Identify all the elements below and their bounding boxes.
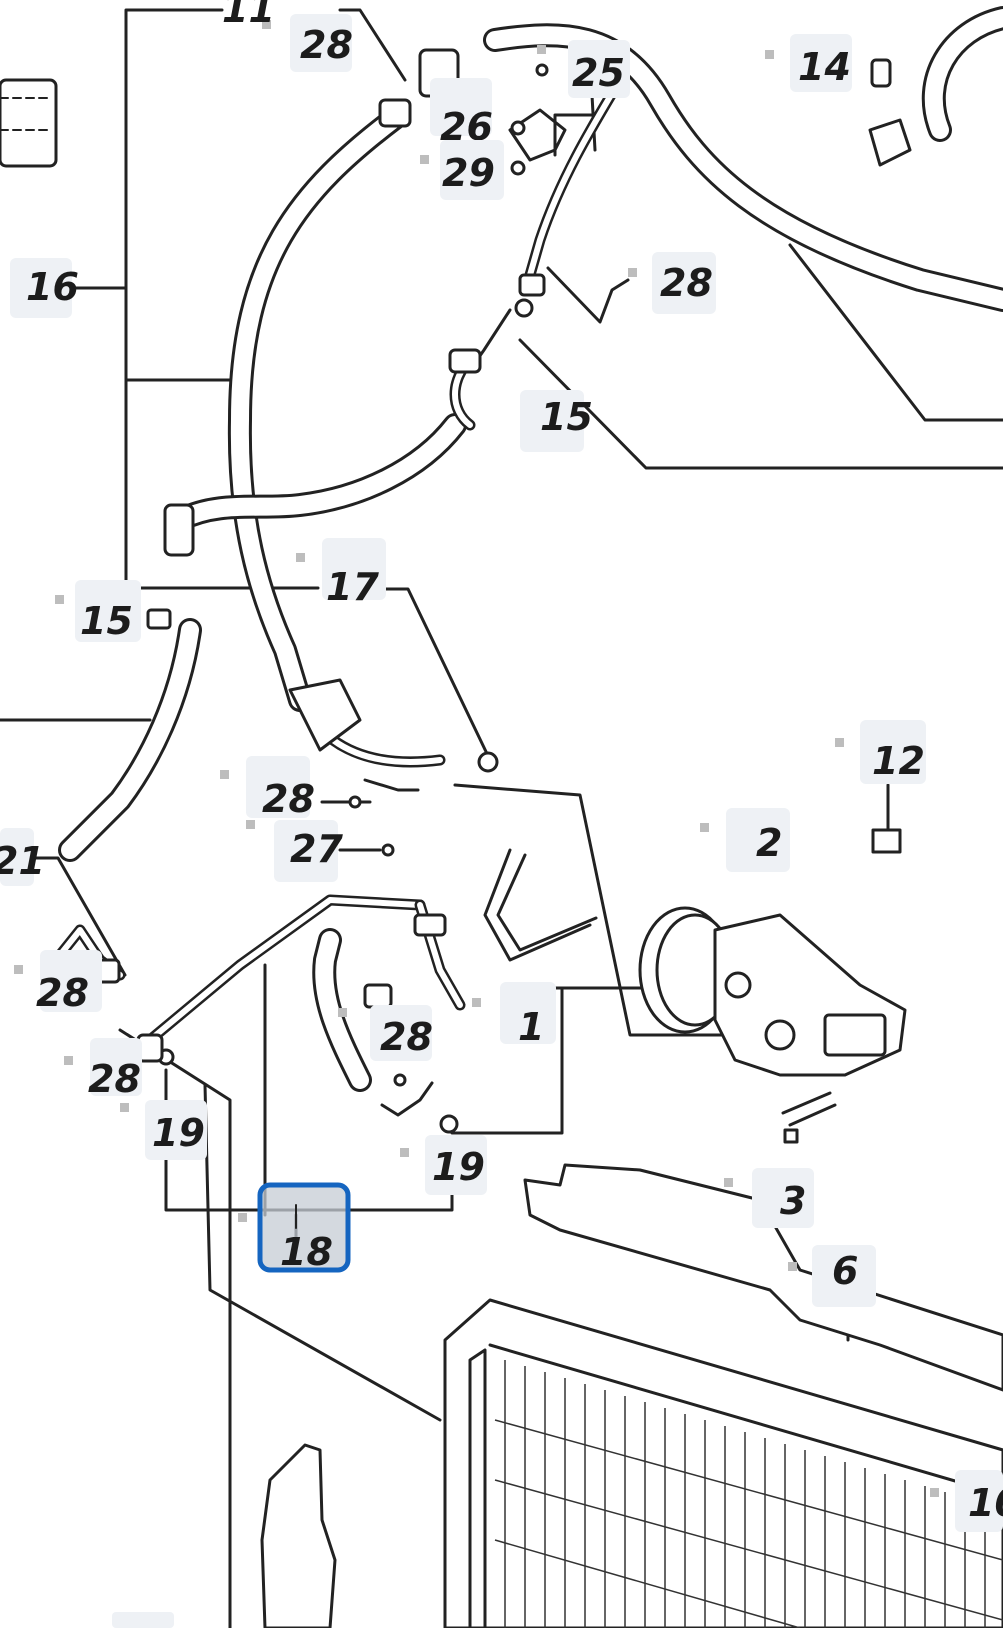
callout-28-upper-right-box (652, 252, 716, 314)
callout-28-top[interactable]: 28 (290, 14, 353, 72)
callout-21[interactable]: 21 (0, 828, 45, 886)
callout-3-box (752, 1168, 814, 1228)
callout-21-text: 21 (0, 839, 45, 883)
callout-28-left-box (40, 950, 102, 1012)
callout-28-upper-right-text: 28 (660, 261, 713, 305)
callout-28-top-text: 28 (300, 23, 353, 67)
callout-28-mid-box (246, 756, 310, 818)
callout-11[interactable]: 11 (222, 0, 275, 31)
callout-1-text: 1 (518, 1005, 544, 1049)
callout-29-box (440, 140, 504, 200)
callout-6[interactable]: 6 (812, 1245, 876, 1307)
compressor (638, 906, 907, 1127)
callout-27-text: 27 (290, 827, 343, 871)
callout-18-text: 18 (280, 1230, 333, 1274)
lower-bracket (260, 1443, 337, 1628)
callout-28-left-text: 28 (36, 971, 89, 1015)
callout-27-box (274, 820, 338, 882)
callout-25-box (568, 40, 630, 98)
callout-14[interactable]: 14 (790, 34, 852, 92)
callout-25-text: 25 (572, 51, 625, 95)
callout-10-box (955, 1470, 1003, 1532)
callout-19-right-text: 19 (432, 1145, 485, 1189)
callout-17-text: 17 (326, 565, 379, 609)
condenser-fins (494, 1360, 1003, 1628)
callout-28-mid[interactable]: 28 (246, 756, 315, 821)
drive-belt (483, 848, 598, 962)
callout-26-box (430, 78, 492, 136)
callout-28-top-box (290, 14, 352, 72)
callout-28-lower-left-box (90, 1038, 142, 1096)
callout-15-upper-text: 15 (540, 395, 593, 439)
callout-19-right[interactable]: 19 (425, 1135, 487, 1195)
callout-29-text: 29 (442, 151, 495, 195)
callout-18-selected[interactable]: 18 (257, 1182, 351, 1274)
callout-15-left-text: 15 (80, 599, 133, 643)
callout-16-text: 16 (26, 265, 79, 309)
callout-6-text: 6 (832, 1249, 858, 1293)
partial-callout-box (112, 1612, 174, 1628)
callout-10[interactable]: 10 (955, 1470, 1003, 1532)
callout-28-lower-left-text: 28 (88, 1057, 141, 1101)
callout-28-mid-text: 28 (262, 777, 315, 821)
callout-1-box (500, 982, 556, 1044)
index-markers (14, 20, 939, 1497)
callout-3[interactable]: 3 (752, 1168, 814, 1228)
hoses (58, 6, 1003, 1092)
callout-28-center-box (370, 1005, 432, 1061)
callout-19-left-text: 19 (152, 1111, 205, 1155)
callout-15-upper[interactable]: 15 (520, 390, 593, 452)
callout-2-text: 2 (756, 821, 782, 865)
callout-28-upper-right[interactable]: 28 (652, 252, 716, 314)
callout-14-box (790, 34, 852, 92)
callout-28-lower-left[interactable]: 28 (88, 1038, 142, 1101)
callout-15-upper-box (520, 390, 584, 452)
callout-14-text: 14 (798, 45, 851, 89)
callout-15-left-box (75, 580, 141, 642)
fan-shroud (523, 1163, 1003, 1392)
callout-12-box (860, 720, 926, 784)
callout-19-right-box (425, 1135, 487, 1195)
callout-28-center-text: 28 (380, 1015, 433, 1059)
callout-12-text: 12 (872, 739, 925, 783)
callout-19-left[interactable]: 19 (145, 1100, 207, 1160)
callout-16-box (10, 258, 72, 318)
callout-2[interactable]: 2 (726, 808, 790, 872)
callout-28-left[interactable]: 28 (36, 950, 102, 1015)
callout-15-left[interactable]: 15 (75, 580, 141, 643)
condenser (443, 1298, 1003, 1628)
callout-3-text: 3 (780, 1179, 806, 1223)
callout-1[interactable]: 1 (500, 982, 556, 1049)
callout-27[interactable]: 27 (274, 820, 343, 882)
callout-29[interactable]: 29 (440, 140, 504, 200)
callout-26[interactable]: 26 (430, 78, 493, 149)
selected-highlight (257, 1182, 351, 1273)
callout-6-box (812, 1245, 876, 1307)
callout-2-box (726, 808, 790, 872)
callout-12[interactable]: 12 (860, 720, 926, 784)
callout-21-box (0, 828, 34, 886)
callout-19-left-box (145, 1100, 207, 1160)
callout-11-text: 11 (222, 0, 275, 31)
callout-10-text: 10 (968, 1481, 1003, 1525)
callout-17[interactable]: 17 (322, 538, 386, 609)
callout-28-center[interactable]: 28 (370, 1005, 433, 1061)
receiver-box (0, 78, 58, 168)
callout-25[interactable]: 25 (568, 40, 630, 98)
callout-16[interactable]: 16 (10, 258, 79, 318)
callout-17-box (322, 538, 386, 600)
